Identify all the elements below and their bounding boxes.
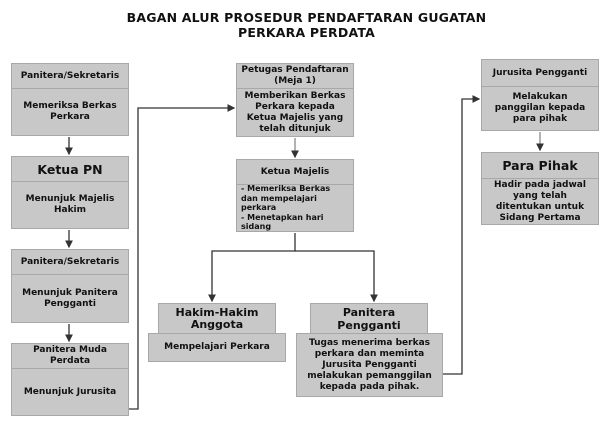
- jurusita-body: Melakukan panggilan kepada para pihak: [481, 86, 599, 131]
- panitera-pengganti-header: Panitera Pengganti: [310, 303, 428, 333]
- petugas-header: Petugas Pendaftaran (Meja 1): [236, 63, 354, 88]
- para-pihak-body: Hadir pada jadwal yang telah ditentukan …: [481, 178, 599, 225]
- left-box-4-body: Menunjuk Jurusita: [11, 368, 129, 416]
- ketua-majelis-item: - Memeriksa Berkas dan mempelajari perka…: [241, 184, 331, 213]
- hakim-header: Hakim-Hakim Anggota: [158, 303, 276, 333]
- left-box-2-body: Menunjuk Majelis Hakim: [11, 181, 129, 229]
- left-box-3-header: Panitera/Sekretaris: [11, 249, 129, 274]
- branch-line-right: [295, 250, 378, 303]
- diagram-title-line1: BAGAN ALUR PROSEDUR PENDAFTARAN GUGATAN: [126, 10, 487, 25]
- petugas-body: Memberikan Berkas Perkara kepada Ketua M…: [236, 88, 354, 137]
- jurusita-header: Jurusita Pengganti: [481, 59, 599, 86]
- left-box-2-header: Ketua PN: [11, 156, 129, 181]
- left-box-3-body: Menunjuk Panitera Pengganti: [11, 274, 129, 323]
- para-pihak-header: Para Pihak: [481, 152, 599, 178]
- ketua-majelis-header: Ketua Majelis: [236, 159, 354, 184]
- left-box-1-header: Panitera/Sekretaris: [11, 63, 129, 88]
- branch-line: [208, 233, 296, 303]
- diagram-title-line2: PERKARA PERDATA: [238, 25, 375, 40]
- arrow-panitera-to-jurusita: [443, 95, 481, 375]
- arrow-jurusita-to-petugas: [129, 104, 236, 410]
- ketua-majelis-item: - Menetapkan hari sidang: [241, 212, 324, 232]
- panitera-pengganti-body: Tugas menerima berkas perkara dan memint…: [296, 333, 443, 397]
- ketua-majelis-body: - Memeriksa Berkas dan mempelajari perka…: [236, 184, 354, 232]
- hakim-body: Mempelajari Perkara: [148, 333, 286, 362]
- left-box-4-header: Panitera Muda Perdata: [11, 343, 129, 368]
- left-box-1-body: Memeriksa Berkas Perkara: [11, 88, 129, 136]
